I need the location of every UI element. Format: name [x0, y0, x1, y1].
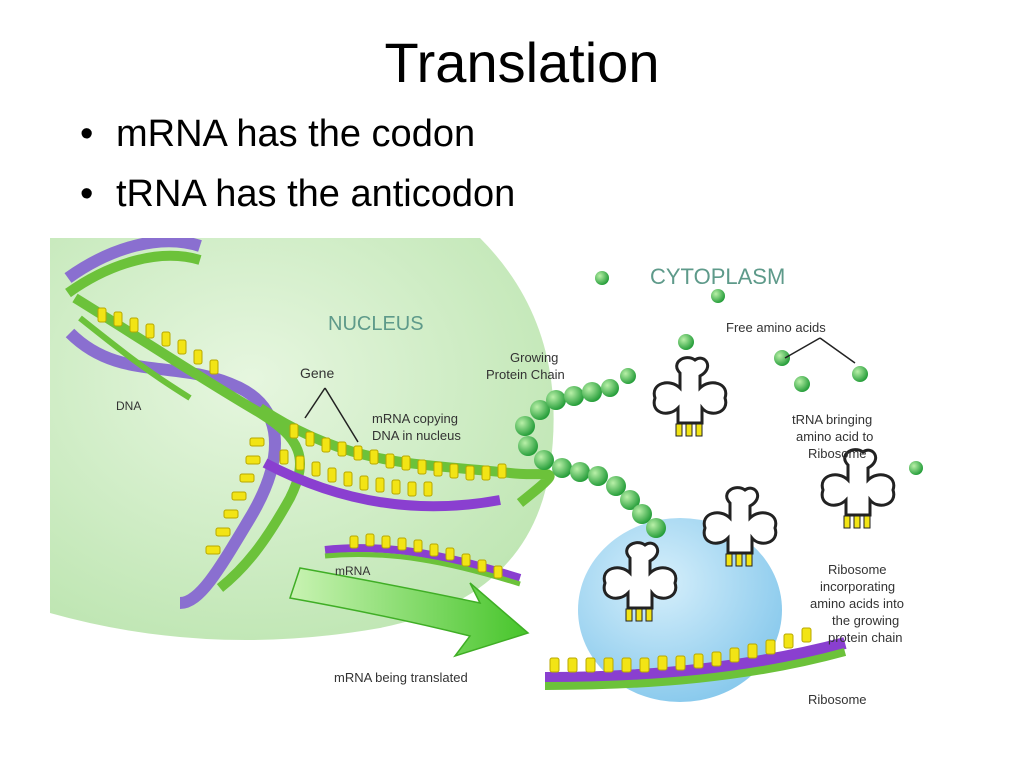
mrna-translated-strand	[544, 627, 847, 690]
bullet-text: tRNA has the anticodon	[116, 173, 516, 215]
label-cytoplasm: CYTOPLASM	[650, 264, 785, 289]
label-ribosome-incorporating: incorporating	[820, 579, 895, 594]
label-ribosome-incorporating: the growing	[832, 613, 899, 628]
label-trna-bringing: tRNA bringing	[792, 412, 872, 427]
label-growing-protein: Protein Chain	[486, 367, 565, 382]
label-nucleus: NUCLEUS	[328, 313, 424, 335]
label-ribosome: Ribosome	[808, 692, 867, 707]
translation-diagram: CYTOPLASM NUCLEUS Free amino acids Growi…	[50, 238, 923, 707]
nucleus-region	[50, 238, 554, 640]
free-amino-acids	[595, 271, 923, 501]
dna-helix	[64, 238, 555, 609]
label-mrna-copying: DNA in nucleus	[372, 428, 461, 443]
trna-molecule	[820, 448, 896, 529]
bullet-item: •tRNA has the anticodon	[80, 173, 516, 215]
protein-chain	[515, 368, 666, 538]
trna-molecule	[602, 541, 678, 622]
bullet-item: •mRNA has the codon	[80, 113, 476, 155]
slide-title: Translation	[384, 31, 660, 94]
label-dna: DNA	[116, 399, 141, 413]
label-gene: Gene	[300, 365, 334, 381]
label-ribosome-incorporating: protein chain	[828, 630, 902, 645]
bullet-text: mRNA has the codon	[116, 113, 476, 155]
label-mrna-being-translated: mRNA being translated	[334, 670, 468, 685]
label-trna-bringing: amino acid to	[796, 429, 873, 444]
mrna-strand	[324, 533, 522, 587]
bullet-list: •mRNA has the codon •tRNA has the antico…	[80, 104, 515, 224]
label-ribosome-incorporating: Ribosome	[828, 562, 887, 577]
label-pointers	[304, 337, 856, 443]
trna-molecule	[652, 356, 728, 437]
label-growing-protein: Growing	[510, 350, 558, 365]
transport-arrow	[289, 567, 530, 658]
label-mrna: mRNA	[335, 564, 370, 578]
mrna-copy-strand	[262, 449, 501, 512]
label-ribosome-incorporating: amino acids into	[810, 596, 904, 611]
label-trna-bringing: Ribosome	[808, 446, 867, 461]
trna-molecule	[702, 486, 778, 567]
label-free-amino-acids: Free amino acids	[726, 320, 826, 335]
label-mrna-copying: mRNA copying	[372, 411, 458, 426]
